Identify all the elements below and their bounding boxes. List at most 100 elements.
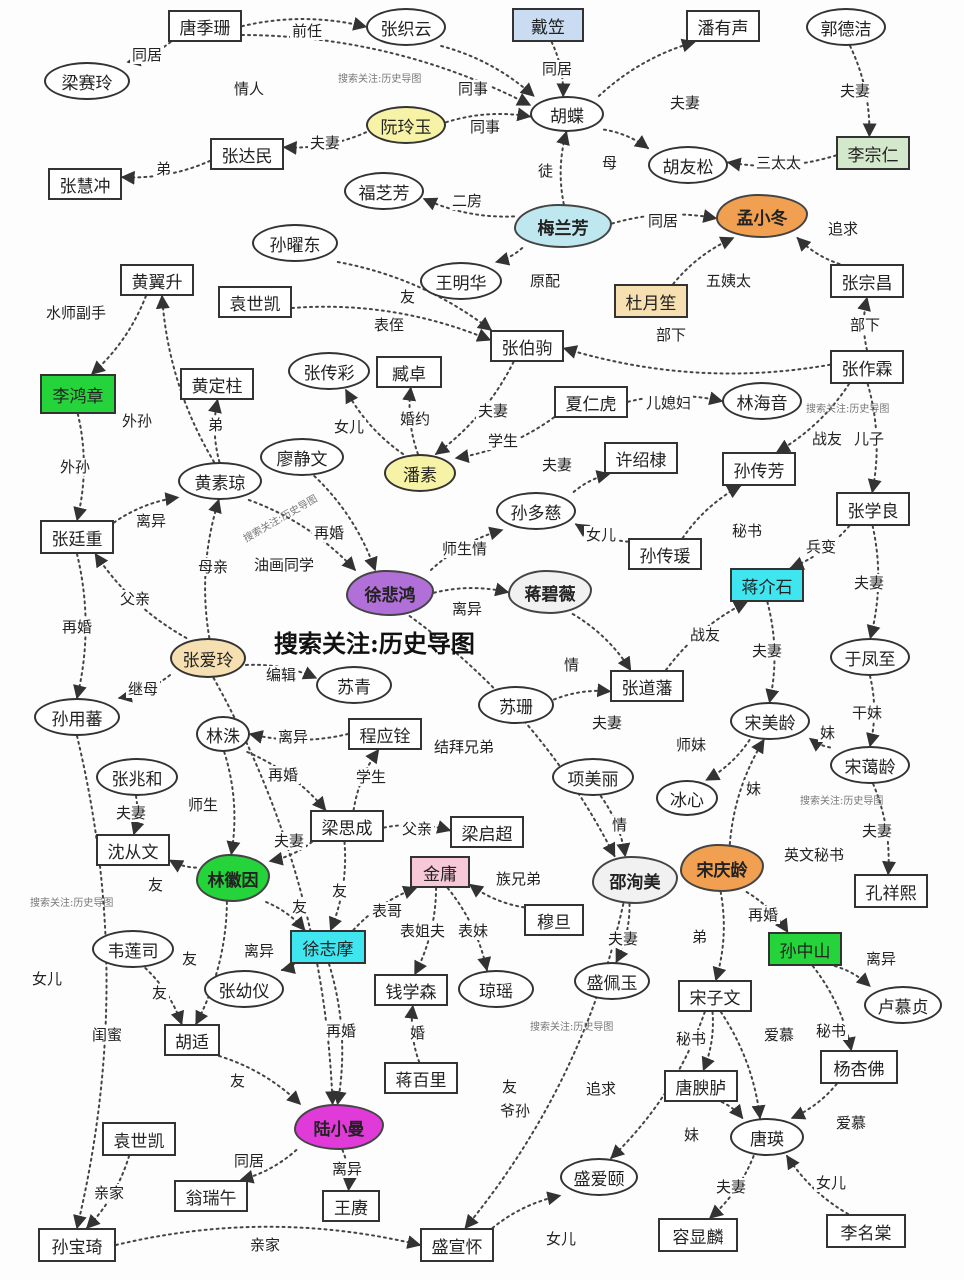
relationship-connector xyxy=(113,492,180,524)
edge-label: 母 xyxy=(600,154,620,172)
edge-label: 夫妻 xyxy=(852,574,887,592)
edge-label: 表姐夫 xyxy=(398,922,448,940)
relationship-connector xyxy=(572,470,611,493)
edge-label: 干妹 xyxy=(850,704,885,722)
edge-label: 弟 xyxy=(690,928,710,946)
edge-label: 情 xyxy=(562,656,582,674)
edge-label: 亲家 xyxy=(248,1236,283,1254)
person-node: 戴笠 xyxy=(512,8,584,42)
edge-label: 爷孙 xyxy=(498,1102,533,1120)
edge-label: 外孙 xyxy=(58,458,93,476)
edge-label: 追求 xyxy=(826,220,861,238)
edge-label: 友 xyxy=(330,882,350,900)
person-node: 黄素琼 xyxy=(178,462,262,500)
person-node: 宋美龄 xyxy=(730,702,810,740)
edge-label: 学生 xyxy=(486,432,521,450)
edge-label: 结拜兄弟 xyxy=(432,738,497,756)
edge-label: 离异 xyxy=(134,512,169,530)
person-node: 盛爱颐 xyxy=(560,1158,638,1196)
person-node: 徐志摩 xyxy=(290,930,366,964)
relationship-connector xyxy=(336,261,493,331)
relationship-connector xyxy=(73,735,108,1230)
edge-label: 妹 xyxy=(818,724,838,742)
edge-label: 女儿 xyxy=(814,1174,849,1192)
relationship-connector xyxy=(562,345,831,375)
person-node: 孙多慈 xyxy=(496,492,576,530)
edge-label: 编辑 xyxy=(264,666,299,684)
edge-label: 父亲 xyxy=(118,590,153,608)
person-node: 许绍棣 xyxy=(604,442,678,474)
edge-label: 儿子 xyxy=(852,430,887,448)
person-node: 胡适 xyxy=(164,1024,220,1056)
edge-label: 夫妻 xyxy=(750,642,785,660)
person-node: 张廷重 xyxy=(40,520,114,554)
person-node: 梁思成 xyxy=(310,810,384,842)
edge-label: 徒 xyxy=(536,162,556,180)
edge-label: 友 xyxy=(146,876,166,894)
relationship-connector xyxy=(402,386,419,455)
edge-label: 父亲 xyxy=(400,820,435,838)
edge-label: 同居 xyxy=(646,212,681,230)
person-node: 杨杏佛 xyxy=(820,1050,898,1084)
person-node: 唐腴胪 xyxy=(664,1070,738,1102)
edge-label: 离异 xyxy=(276,728,311,746)
relationship-connector xyxy=(247,499,357,572)
relationship-connector xyxy=(719,1011,766,1120)
person-node: 王明华 xyxy=(420,262,502,300)
person-node: 张织云 xyxy=(366,8,446,46)
edge-label: 师生情 xyxy=(440,540,490,558)
edge-label: 离异 xyxy=(242,942,277,960)
edge-label: 原配 xyxy=(528,272,563,290)
relationship-connector xyxy=(849,45,877,138)
person-node: 蒋碧薇 xyxy=(508,570,592,614)
person-node: 沈从文 xyxy=(96,834,170,866)
relationship-connector xyxy=(603,128,650,150)
edge-label: 同居 xyxy=(130,46,165,64)
relationship-connector xyxy=(811,965,856,1052)
relationship-connector xyxy=(574,523,629,543)
relationship-connector xyxy=(681,485,742,539)
edge-label: 离异 xyxy=(450,600,485,618)
relationship-connector xyxy=(672,236,735,285)
edge-label: 秘书 xyxy=(674,1030,709,1048)
person-node: 福芝芳 xyxy=(344,172,424,210)
edge-label: 表妹 xyxy=(456,922,491,940)
relationship-connector xyxy=(115,1225,422,1249)
relationship-connector xyxy=(144,967,185,1026)
person-node: 程应铨 xyxy=(348,718,422,750)
edge-label: 离异 xyxy=(864,950,899,968)
edge-label: 情 xyxy=(610,816,630,834)
person-node: 林洙 xyxy=(196,716,250,752)
edge-label: 女儿 xyxy=(30,970,65,988)
watermark-text: 搜索关注:历史导图 xyxy=(530,1022,614,1033)
edge-label: 友 xyxy=(290,898,310,916)
person-node: 宋蔼龄 xyxy=(830,746,910,784)
edge-label: 友 xyxy=(180,950,200,968)
relationship-connector xyxy=(265,901,306,932)
relationship-connector xyxy=(833,965,871,987)
edge-label: 夫妻 xyxy=(540,456,575,474)
person-node: 胡蝶 xyxy=(530,96,604,132)
person-node: 冰心 xyxy=(656,780,718,816)
edge-label: 闺蜜 xyxy=(90,1026,125,1044)
edge-label: 弟 xyxy=(154,160,174,178)
relationship-connector xyxy=(223,751,241,856)
person-node: 廖静文 xyxy=(260,438,344,476)
edge-label: 夫妻 xyxy=(476,402,511,420)
edge-label: 外孙 xyxy=(120,412,155,430)
relationship-connector xyxy=(218,1055,302,1105)
person-node: 蒋介石 xyxy=(730,568,804,602)
edge-label: 同居 xyxy=(232,1152,267,1170)
person-node: 钱学森 xyxy=(374,974,448,1006)
person-node: 黄定柱 xyxy=(180,368,254,400)
person-node: 唐季珊 xyxy=(168,10,242,42)
edge-label: 夫妻 xyxy=(272,832,307,850)
edge-label: 部下 xyxy=(848,316,883,334)
person-node: 项美丽 xyxy=(552,758,634,796)
edge-label: 战友 xyxy=(810,430,845,448)
relationship-connector xyxy=(790,1083,838,1120)
edge-label: 女儿 xyxy=(332,418,367,436)
edge-label: 友 xyxy=(500,1078,520,1096)
relationship-connector xyxy=(796,237,841,265)
